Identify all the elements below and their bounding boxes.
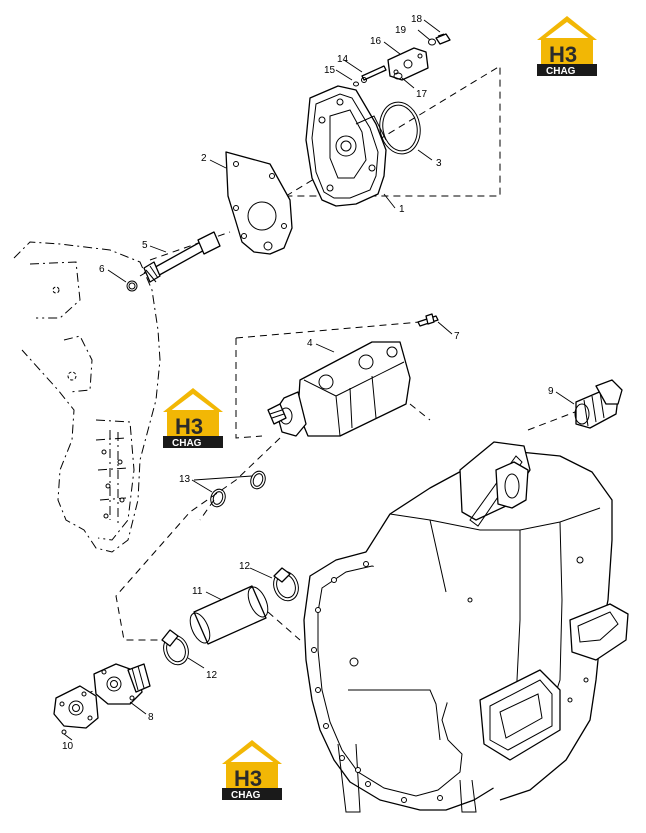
part-7-bolt xyxy=(417,313,439,327)
engine-phantom-outline xyxy=(13,241,161,553)
part-13-o-rings xyxy=(210,470,266,508)
callout-8: 8 xyxy=(148,712,154,723)
callout-numbers: 1 2 3 4 5 6 7 8 9 10 11 12 12 13 14 15 1… xyxy=(62,14,554,752)
callout-leader-lines xyxy=(63,19,575,741)
part-3-o-ring xyxy=(379,101,421,155)
part-2-gasket xyxy=(225,151,293,255)
callout-12-lower: 12 xyxy=(206,670,218,681)
logo-mark-text: H3 xyxy=(175,414,203,439)
callout-4: 4 xyxy=(307,338,313,349)
part-10-flange xyxy=(53,685,99,735)
callout-15: 15 xyxy=(324,65,336,76)
part-5-drive-shaft xyxy=(143,231,221,283)
part-4-gear-pump xyxy=(267,341,411,437)
callout-6: 6 xyxy=(99,264,105,275)
part-1-pump-housing xyxy=(305,85,387,207)
callout-17: 17 xyxy=(416,89,428,100)
callout-10: 10 xyxy=(62,741,74,752)
callout-12-upper: 12 xyxy=(239,561,251,572)
logo-wordmark-text: CHAG xyxy=(172,438,202,449)
logo-wordmark-text: CHAG xyxy=(546,66,576,77)
callout-13: 13 xyxy=(179,474,191,485)
logo-mark-text: H3 xyxy=(549,42,577,67)
part-11-hose xyxy=(189,585,269,645)
parts-14-19-hardware xyxy=(353,33,451,87)
logo-mark-text: H3 xyxy=(234,766,262,791)
callout-14: 14 xyxy=(337,54,349,65)
brand-logo-middle-left: H3 CHAG xyxy=(163,388,223,449)
part-12-clamp-upper xyxy=(273,567,299,602)
callout-19: 19 xyxy=(395,25,407,36)
callout-18: 18 xyxy=(411,14,423,25)
callout-16: 16 xyxy=(370,36,382,47)
callout-5: 5 xyxy=(142,240,148,251)
part-8-fitting xyxy=(93,663,151,705)
callout-9: 9 xyxy=(548,386,554,397)
brand-logo-top-right: H3 CHAG xyxy=(537,16,597,77)
callout-11: 11 xyxy=(192,586,203,597)
brand-logo-bottom: H3 CHAG xyxy=(222,740,282,801)
callout-3: 3 xyxy=(436,158,442,169)
part-12-clamp-lower xyxy=(161,629,189,666)
logo-wordmark-text: CHAG xyxy=(231,790,261,801)
part-6-o-ring xyxy=(126,280,138,292)
part-9-plug xyxy=(574,379,623,429)
transmission-case xyxy=(303,441,629,813)
callout-1: 1 xyxy=(399,204,405,215)
callout-2: 2 xyxy=(201,153,207,164)
callout-7: 7 xyxy=(454,331,460,342)
